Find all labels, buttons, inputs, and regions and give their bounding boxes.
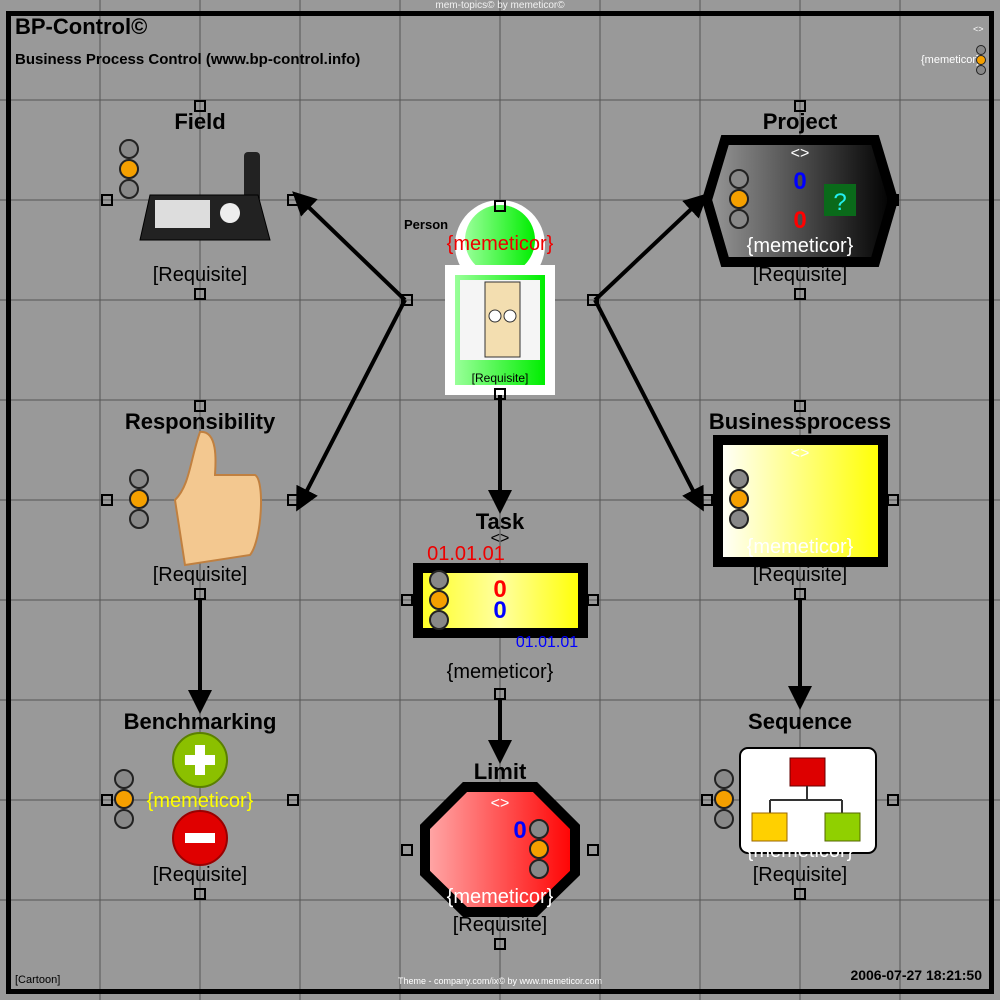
start-date: 01.01.01	[427, 543, 505, 565]
handle[interactable]	[701, 494, 713, 506]
arrow-person-businessprocess	[593, 299, 704, 512]
traffic-light-benchmarking	[114, 769, 134, 829]
handle[interactable]	[587, 594, 599, 606]
node-label: [Requisite]	[152, 864, 248, 886]
node-owner: {memeticor}	[446, 661, 554, 683]
handle[interactable]	[587, 294, 599, 306]
node-owner: {memeticor}	[746, 536, 854, 558]
minus-icon	[172, 810, 228, 866]
hierarchy-icon	[739, 747, 877, 854]
node-title: Benchmarking	[123, 709, 277, 734]
arrow-person-project	[593, 193, 708, 302]
handle[interactable]	[194, 588, 206, 600]
node-marker: <>	[490, 795, 510, 812]
timestamp: 2006-07-27 18:21:50	[850, 967, 982, 983]
count-blue: 0	[493, 597, 507, 624]
thumbs-up-icon	[173, 430, 263, 567]
node-title: Responsibility	[124, 409, 276, 434]
help-icon	[824, 184, 856, 216]
handle[interactable]	[494, 938, 506, 950]
node-label: [Requisite]	[152, 564, 248, 586]
handle[interactable]	[194, 100, 206, 112]
corner-traffic-light	[976, 45, 986, 75]
traffic-light-limit	[529, 819, 549, 879]
traffic-light-responsibility	[129, 469, 149, 529]
node-label: [Requisite]	[152, 264, 248, 286]
count-red: 0	[493, 576, 507, 603]
gps-device-icon	[139, 152, 271, 241]
handle[interactable]	[701, 794, 713, 806]
count-blue: 0	[793, 168, 807, 195]
page-subtitle: Business Process Control (www.bp-control…	[15, 51, 361, 68]
handle[interactable]	[401, 844, 413, 856]
node-title: Sequence	[748, 709, 852, 734]
handle[interactable]	[794, 288, 806, 300]
footer-credit: Theme - company.com/ix© by www.memeticor…	[397, 976, 603, 986]
corner-label: {memeticor}	[921, 54, 980, 66]
handle[interactable]	[494, 688, 506, 700]
arrow-person-field	[292, 191, 407, 302]
node-label: [Requisite]	[752, 564, 848, 586]
handle[interactable]	[794, 588, 806, 600]
handle[interactable]	[587, 844, 599, 856]
handle[interactable]	[194, 888, 206, 900]
handle[interactable]	[494, 388, 506, 400]
count-red: 0	[793, 207, 807, 234]
node-owner: {memeticor}	[746, 840, 854, 862]
handle[interactable]	[194, 400, 206, 412]
arrow-person-responsibility	[296, 299, 407, 512]
node-owner: {memeticor}	[446, 233, 554, 255]
handle[interactable]	[887, 194, 899, 206]
node-title: Project	[762, 109, 838, 134]
plus-icon	[172, 732, 228, 788]
node-owner: {memeticor}	[146, 790, 254, 812]
corner-marker: <>	[973, 24, 984, 34]
traffic-light-field	[119, 139, 139, 199]
handle[interactable]	[101, 494, 113, 506]
handle[interactable]	[101, 194, 113, 206]
handle[interactable]	[401, 294, 413, 306]
handle[interactable]	[401, 594, 413, 606]
handle[interactable]	[287, 194, 299, 206]
handle[interactable]	[794, 400, 806, 412]
handle[interactable]	[101, 794, 113, 806]
node-marker: <>	[490, 530, 510, 547]
node-label: [Requisite]	[752, 864, 848, 886]
node-label: [Requisite]	[452, 914, 548, 936]
page-title: BP-Control©	[15, 14, 148, 39]
handle[interactable]	[794, 888, 806, 900]
node-title: Limit	[473, 759, 527, 784]
end-date: 01.01.01	[515, 634, 579, 651]
node-title: Task	[475, 509, 525, 534]
svg-text:?: ?	[833, 189, 846, 216]
handle[interactable]	[794, 100, 806, 112]
node-title: Businessprocess	[708, 409, 892, 434]
node-owner: {memeticor}	[446, 886, 554, 908]
handle[interactable]	[494, 200, 506, 212]
handle[interactable]	[287, 494, 299, 506]
node-label: [Requisite]	[752, 264, 848, 286]
footer-left: [Cartoon]	[15, 974, 61, 986]
traffic-light-task	[429, 570, 449, 630]
traffic-light-businessprocess	[729, 469, 749, 529]
node-title: Person	[404, 217, 449, 232]
node-title: Field	[174, 109, 226, 134]
map-frame	[6, 11, 994, 994]
top-caption: mem-topics© by memeticor©	[435, 0, 565, 11]
node-label: [Requisite]	[471, 371, 529, 385]
handle[interactable]	[194, 288, 206, 300]
handle[interactable]	[287, 794, 299, 806]
count-blue: 0	[513, 817, 527, 844]
handle[interactable]	[887, 794, 899, 806]
node-owner: {memeticor}	[746, 235, 854, 257]
node-marker: <>	[790, 145, 810, 162]
traffic-light-project	[729, 169, 749, 229]
handle[interactable]	[887, 494, 899, 506]
node-marker: <>	[790, 445, 810, 462]
traffic-light-sequence	[714, 769, 734, 829]
